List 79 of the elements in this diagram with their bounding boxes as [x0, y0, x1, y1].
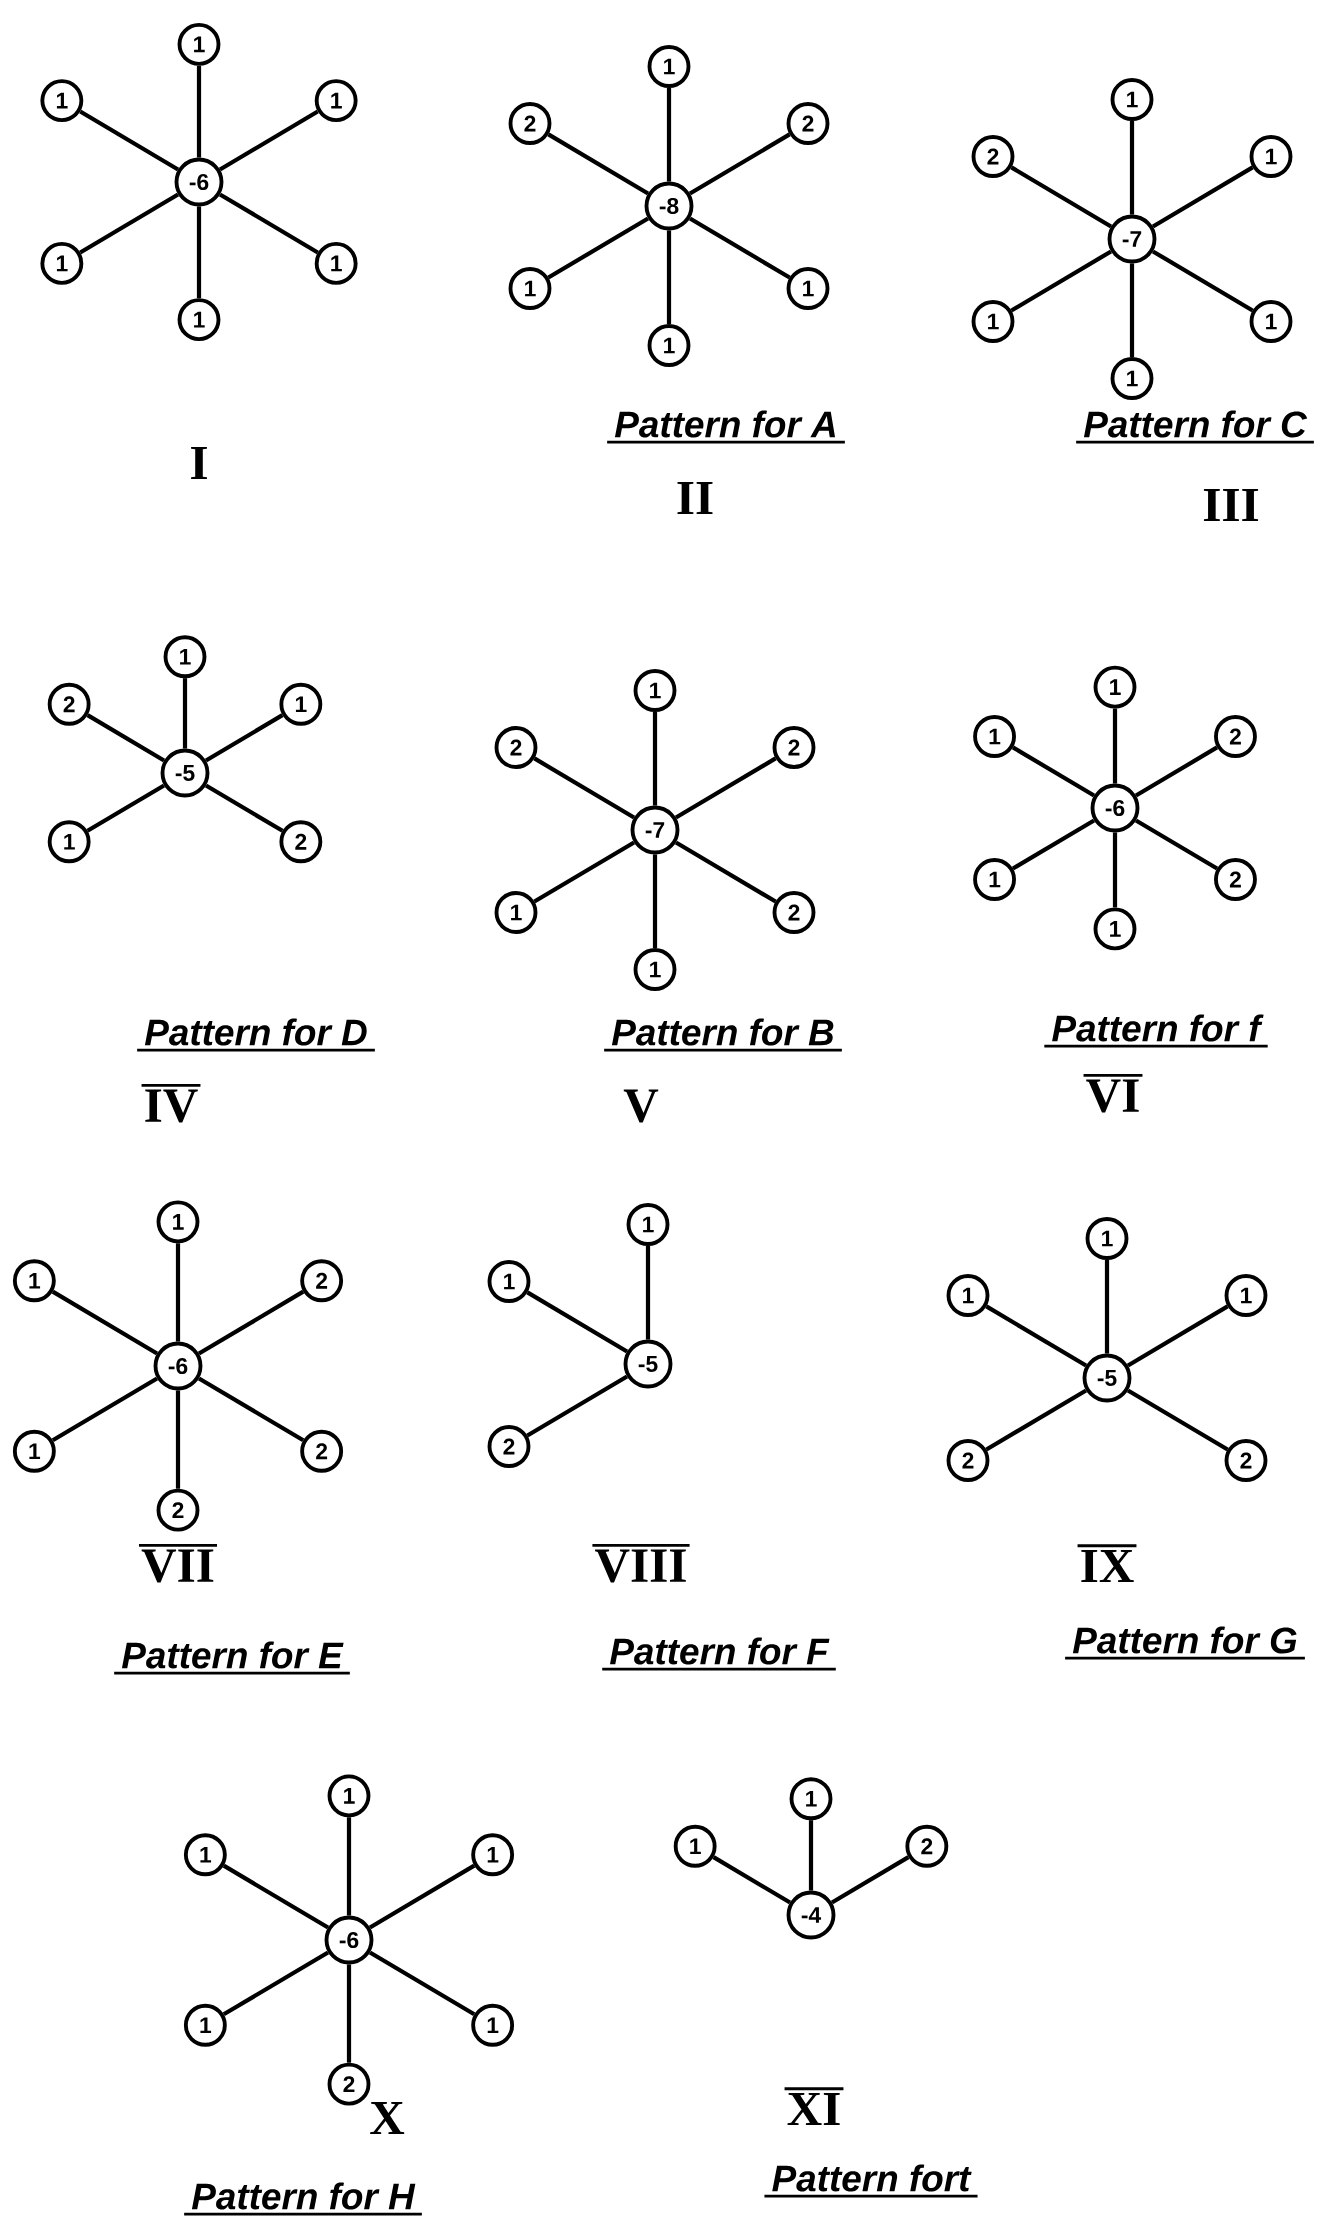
spoke-line: [547, 216, 650, 280]
spoke-line: [1151, 249, 1254, 313]
roman-numeral: VIII: [592, 1544, 690, 1583]
pattern-caption: Pattern for G: [1065, 1626, 1305, 1660]
spoke-line: [79, 192, 180, 255]
pattern-caption: Pattern for C: [1076, 410, 1314, 444]
roman-numeral: III: [1203, 488, 1259, 522]
spoke-line: [222, 1863, 330, 1930]
spoke-line: [533, 840, 636, 904]
spoke-line: [526, 1374, 629, 1438]
spoke-line: [1010, 165, 1113, 229]
spoke-line: [175, 1390, 181, 1489]
spoke-line: [1112, 708, 1118, 784]
spoke-line: [1104, 1259, 1110, 1354]
spoke-line: [1151, 165, 1254, 229]
roman-numeral: XI: [784, 2087, 844, 2126]
spoke-line: [51, 1376, 159, 1443]
pattern-caption: Pattern for D: [137, 1018, 375, 1052]
spoke-line: [652, 711, 658, 806]
spoke-line: [1134, 818, 1219, 871]
roman-numeral: VI: [1083, 1074, 1143, 1113]
spoke-line: [533, 756, 636, 820]
roman-numeral: V: [623, 1089, 659, 1123]
spoke-line: [688, 132, 791, 196]
spoke-line: [218, 192, 319, 255]
spoke-line: [674, 756, 777, 820]
spoke-line: [86, 783, 166, 833]
spoke-line: [346, 1964, 352, 2063]
spoke-line: [1129, 120, 1135, 215]
spoke-line: [985, 1388, 1088, 1452]
spoke-line: [1134, 745, 1219, 798]
spoke-line: [196, 65, 202, 158]
roman-numeral: VII: [138, 1544, 218, 1583]
spoke-line: [712, 1855, 792, 1905]
spoke-line: [1011, 745, 1096, 798]
spoke-line: [197, 1289, 305, 1356]
spoke-line: [368, 1950, 476, 2017]
roman-numeral: I: [191, 446, 207, 480]
spoke-line: [196, 206, 202, 299]
spoke-line: [652, 854, 658, 949]
pattern-caption: Pattern for A: [607, 410, 845, 444]
spoke-line: [1112, 832, 1118, 908]
spoke-line: [985, 1304, 1088, 1368]
spoke-line: [808, 1820, 814, 1891]
spoke-line: [51, 1289, 159, 1356]
spoke-line: [666, 87, 672, 182]
spoke-line: [175, 1243, 181, 1342]
spoke-line: [1126, 1304, 1229, 1368]
roman-numeral: IV: [141, 1084, 201, 1123]
spoke-line: [368, 1863, 476, 1930]
spoke-line: [204, 713, 284, 763]
spoke-line: [86, 713, 166, 763]
pattern-caption: Pattern for F: [602, 1637, 836, 1671]
spoke-line: [1010, 249, 1113, 313]
pattern-caption: Pattern for E: [114, 1641, 350, 1675]
spoke-line: [346, 1817, 352, 1916]
spoke-line: [1011, 818, 1096, 871]
spoke-line: [674, 840, 777, 904]
spoke-line: [222, 1950, 330, 2017]
spoke-line: [197, 1376, 305, 1443]
pattern-caption: Pattern for B: [604, 1018, 842, 1052]
spoke-line: [218, 109, 319, 172]
spoke-line: [79, 109, 180, 172]
spoke-line: [204, 783, 284, 833]
roman-numeral: IX: [1077, 1544, 1137, 1583]
roman-numeral: X: [370, 2101, 405, 2135]
spoke-line: [645, 1245, 651, 1340]
spoke-line: [526, 1290, 629, 1354]
spoke-line: [1129, 263, 1135, 358]
pattern-caption: Pattern fort: [764, 2164, 978, 2198]
pattern-caption: Pattern for H: [184, 2182, 422, 2216]
pattern-caption: Pattern for f: [1044, 1014, 1268, 1048]
spoke-line: [547, 132, 650, 196]
roman-numeral: II: [677, 481, 713, 515]
spoke-line: [688, 216, 791, 280]
spoke-line: [666, 230, 672, 325]
spoke-line: [1126, 1388, 1229, 1452]
spoke-line: [182, 678, 188, 749]
spoke-line: [830, 1855, 910, 1905]
